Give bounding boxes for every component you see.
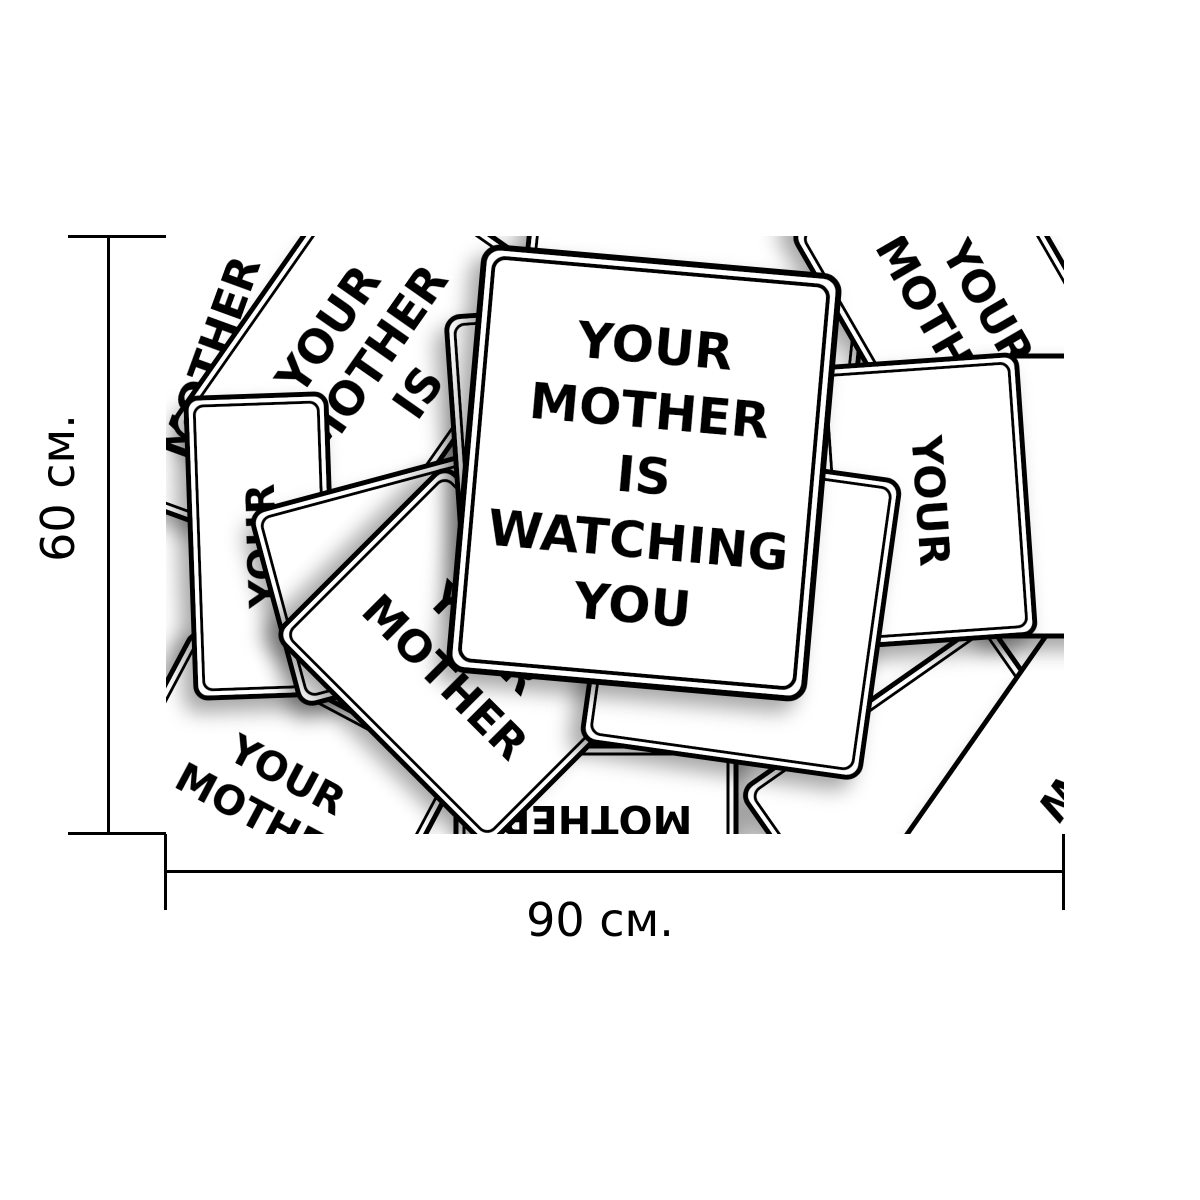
width-dimension-label: 90 см. <box>526 893 674 947</box>
main-sign-line-1: YOUR <box>574 311 735 382</box>
main-sign: YOUR MOTHER IS WATCHING YOU <box>446 244 842 702</box>
sign-back-bottom-far-right: W <box>896 626 1064 834</box>
main-sign-line-3: IS <box>614 445 673 508</box>
sign-pile: YOUR MOTHER MOTHER MOTHER W MOTHER YOUR <box>166 236 1064 834</box>
width-dimension-line <box>166 870 1064 873</box>
sign-text: YOUR <box>1056 433 1064 559</box>
height-dimension-label: 60 см. <box>31 414 85 562</box>
height-dimension-line <box>107 236 110 834</box>
width-dimension-tick-right <box>1062 834 1065 910</box>
height-dimension-tick-bottom <box>68 832 166 835</box>
poster-artwork: YOUR MOTHER MOTHER MOTHER W MOTHER YOUR <box>166 236 1064 834</box>
main-sign-line-5: YOU <box>570 571 693 639</box>
width-dimension-tick-left <box>164 834 167 910</box>
height-dimension-tick-top <box>68 235 166 238</box>
sign-text: YOUR <box>901 433 959 568</box>
